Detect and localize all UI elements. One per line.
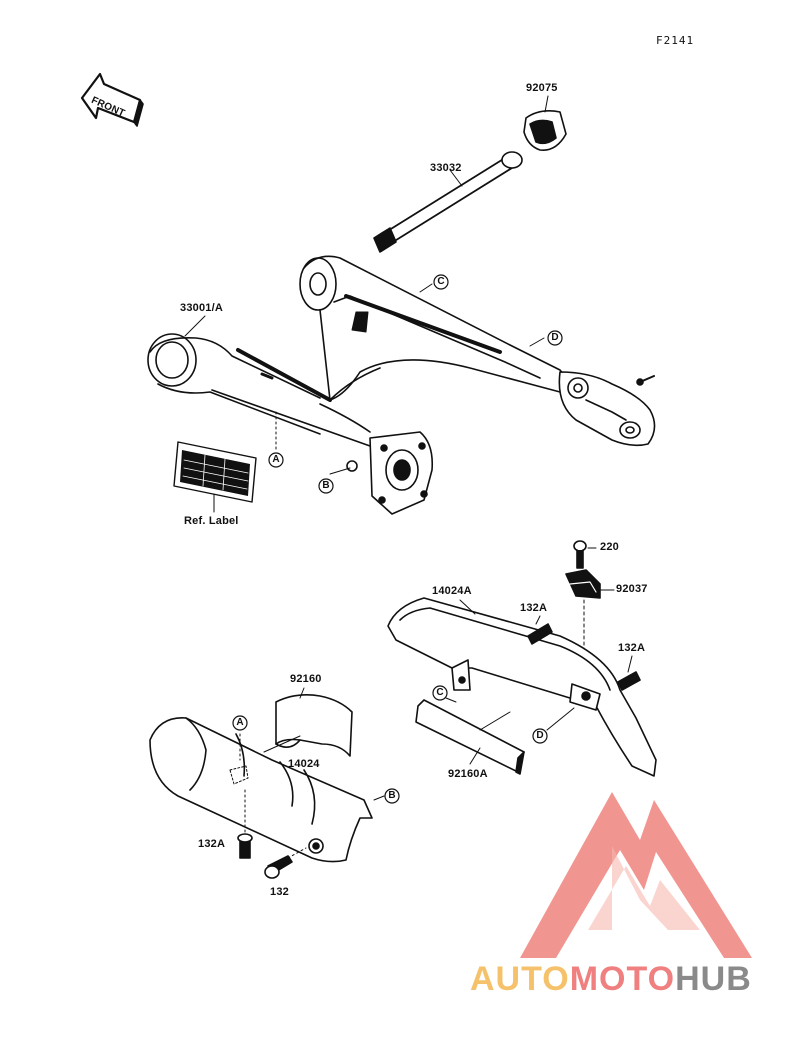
part-label-132a-lower: 132A [198, 838, 226, 850]
bolt-220 [573, 540, 597, 569]
part-label-132a-upper: 132A [520, 602, 548, 614]
bolt-132A-upper [527, 615, 553, 645]
shell-piece-92160 [275, 687, 353, 757]
reference-label-plate [173, 441, 257, 513]
marker-b-bottom: B [388, 790, 396, 801]
marker-d-bottom: D [536, 730, 544, 741]
marker-b-top: B [322, 480, 330, 491]
marker-circle-b-bottom [384, 788, 400, 804]
part-label-92160: 92160 [290, 673, 322, 685]
part-label-14024a: 14024A [432, 585, 472, 597]
marker-circle-d-bottom [532, 728, 548, 744]
marker-a-top: A [272, 454, 280, 465]
part-label-92075: 92075 [526, 82, 558, 94]
watermark-logo-icon [520, 792, 752, 958]
marker-a-bottom: A [236, 717, 244, 728]
marker-circle-a-bottom [232, 715, 248, 731]
strip-92160A [415, 699, 525, 775]
watermark-part-moto: MOTO [569, 960, 676, 998]
part-label-92160a: 92160A [448, 768, 488, 780]
part-label-33032: 33032 [430, 162, 462, 174]
swingarm-body [147, 255, 656, 515]
cover-14024A [387, 597, 657, 777]
pivot-shaft-33032 [373, 151, 523, 253]
part-label-14024: 14024 [288, 758, 320, 770]
marker-d-top: D [551, 332, 559, 343]
part-label-33001-a: 33001/A [180, 302, 223, 314]
collar-part-92075 [523, 95, 567, 151]
bolt-132 [264, 847, 307, 879]
front-arrow-icon [80, 72, 144, 127]
marker-circle-b-top [318, 478, 334, 494]
bolt-132A-right [617, 655, 641, 691]
diagram-code: F2141 [656, 34, 695, 47]
leader-33001 [184, 315, 206, 337]
watermark-part-hub: HUB [675, 960, 752, 998]
part-label-92037: 92037 [616, 583, 648, 595]
marker-circle-c-bottom [432, 685, 448, 701]
watermark-part-auto: AUTO [470, 960, 570, 998]
marker-circle-d-top [547, 330, 563, 346]
marker-circle-c-top [433, 274, 449, 290]
part-label-132: 132 [270, 886, 289, 898]
tube-cover-14024 [149, 717, 385, 863]
marker-c-bottom: C [436, 687, 444, 698]
watermark-brand: AUTOMOTOHUB [470, 960, 752, 999]
part-label-132a-right: 132A [618, 642, 646, 654]
ref-label-caption: Ref. Label [184, 515, 239, 527]
bolt-132A-lower [237, 789, 253, 859]
marker-circle-a-top [268, 452, 284, 468]
marker-c-top: C [437, 276, 445, 287]
part-label-220: 220 [600, 541, 619, 553]
bracket-92037 [565, 569, 615, 599]
